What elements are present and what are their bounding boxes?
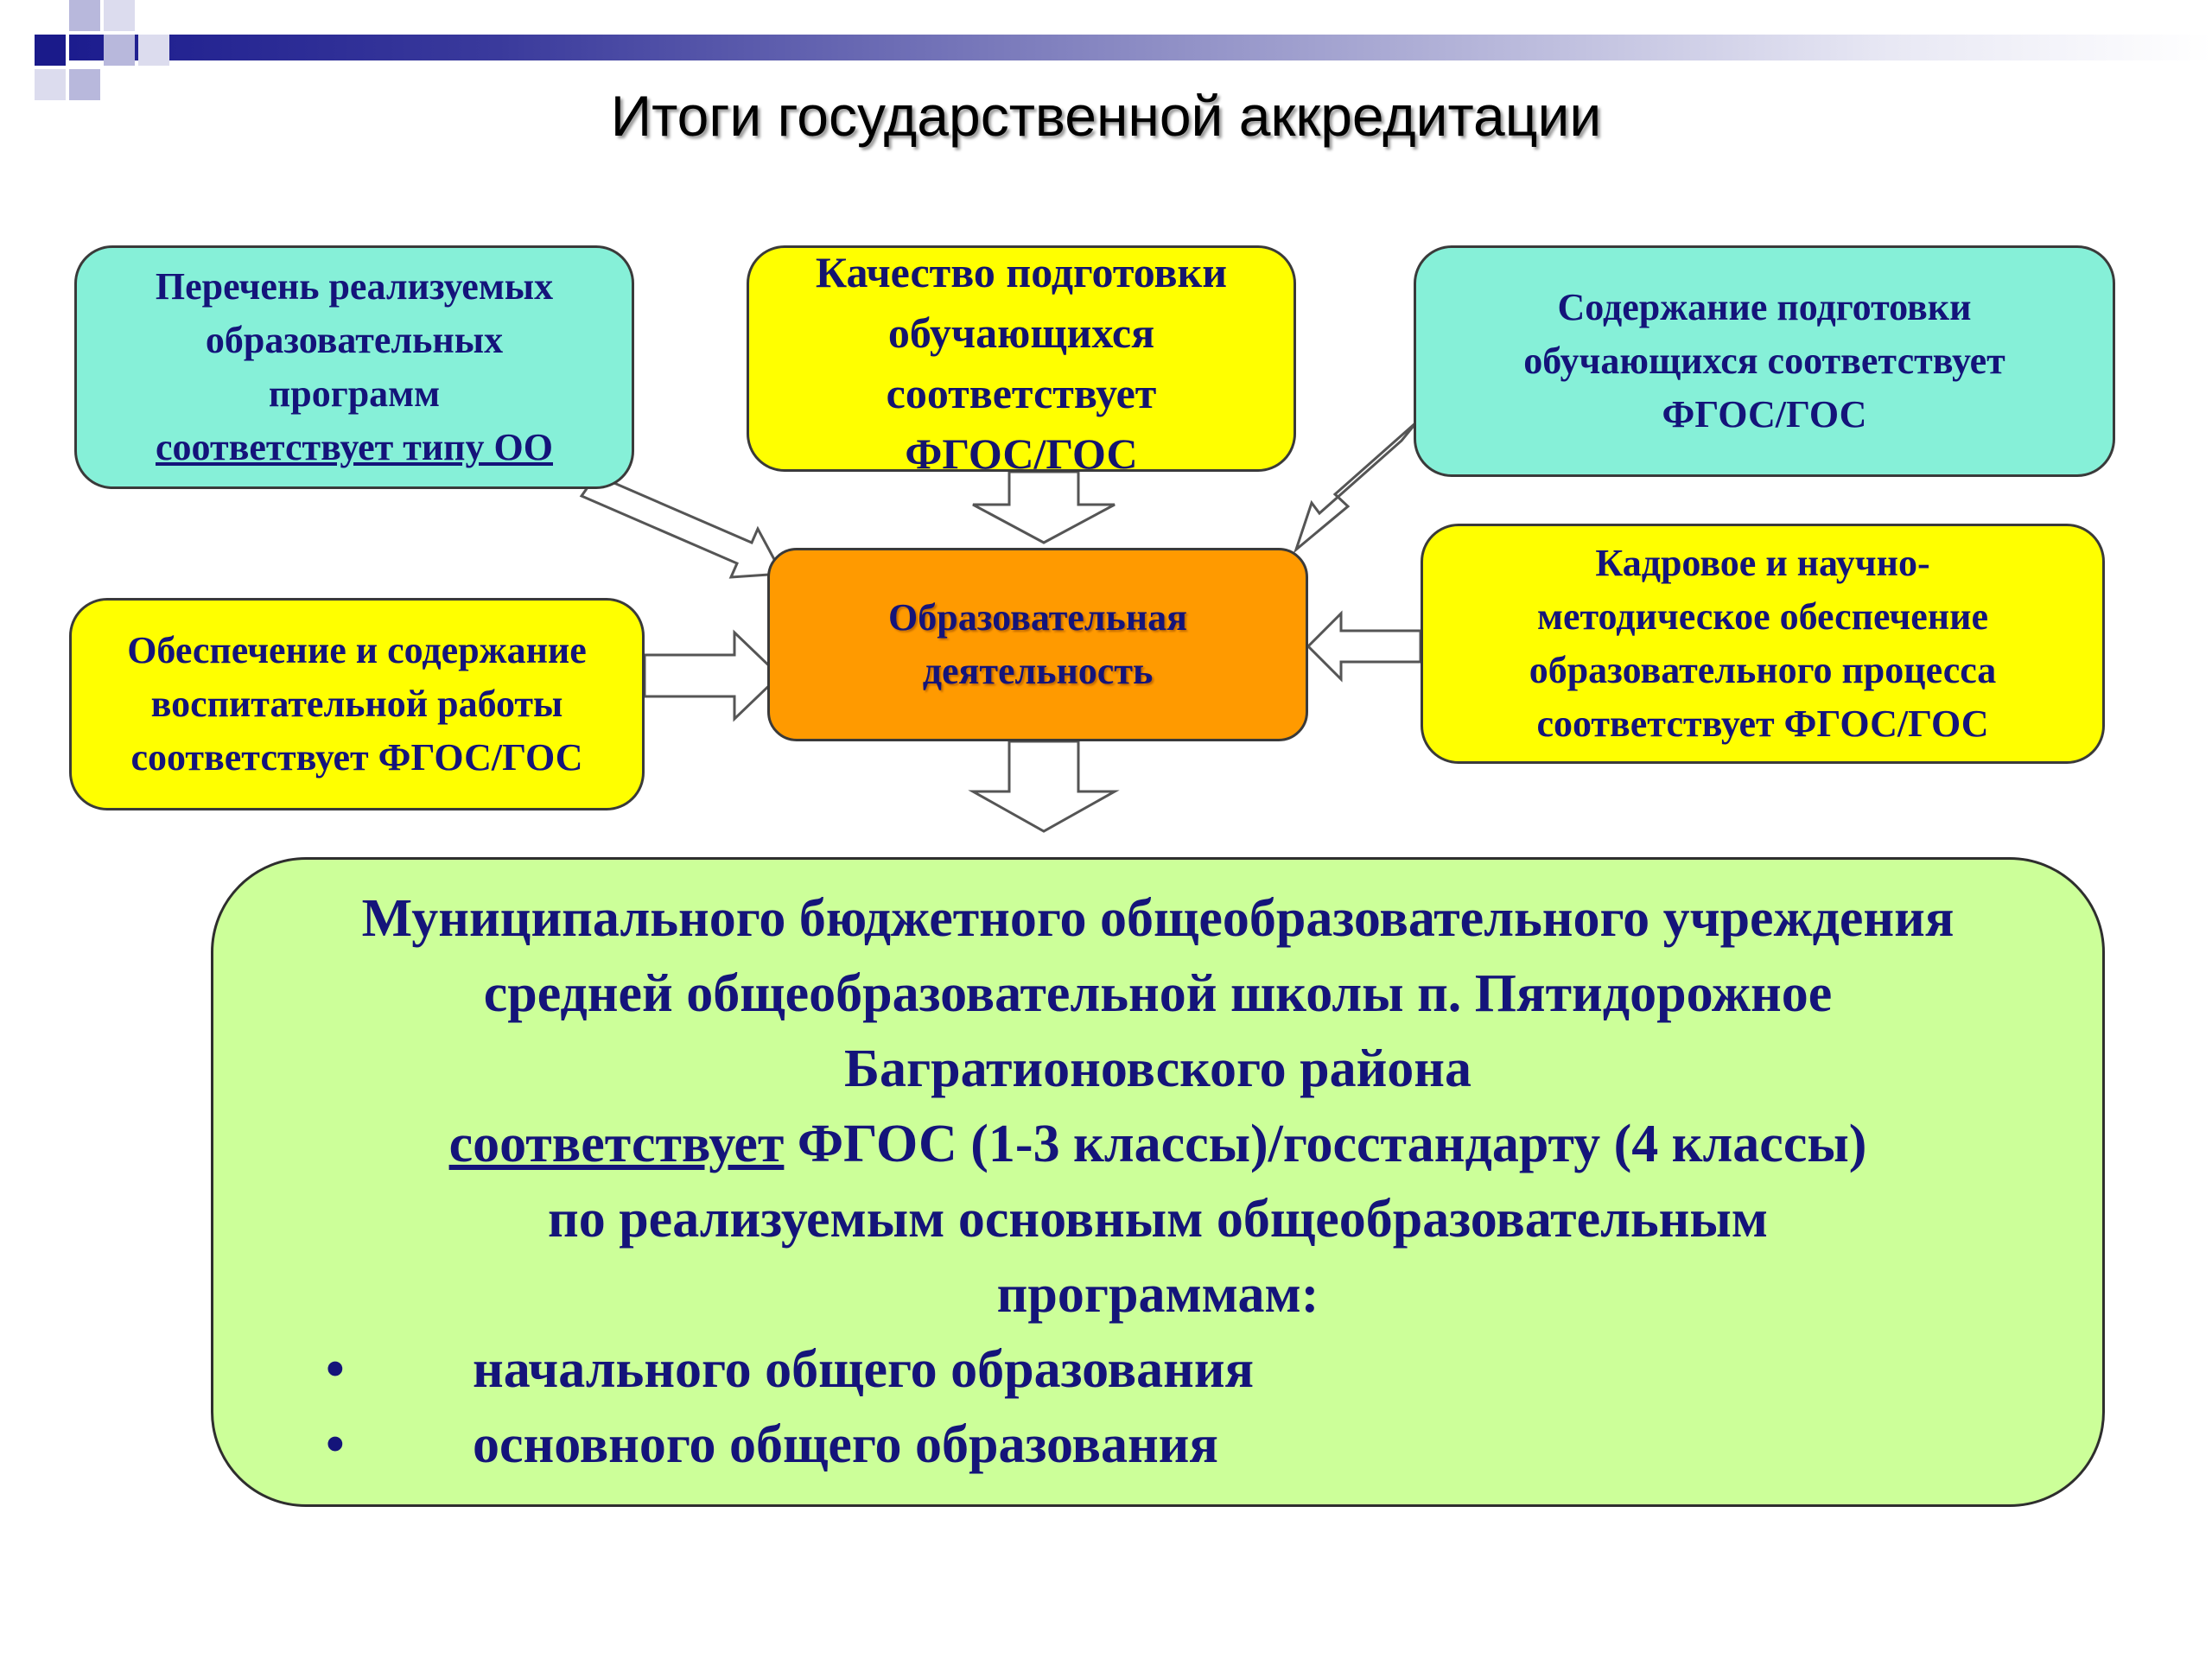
decor-square [69,0,100,31]
node-staff-line: образовательного процесса [1529,649,1997,691]
node-programs-line: Перечень реализуемых [155,265,554,308]
arrow-upbringing-to-center [643,629,782,722]
result-line: Багратионовского района [843,1039,1472,1098]
arrow-programs-to-center [579,474,785,579]
node-programs-line-underlined: соответствует типу ОО [156,426,553,468]
result-line-conformity: соответствует ФГОС (1-3 классы)/госстанд… [213,1107,2102,1182]
node-upbringing-line: Обеспечение и содержание [127,629,587,671]
arrow-content-to-center [1293,420,1419,554]
decor-square [104,35,135,66]
result-box: Муниципального бюджетного общеобразовате… [211,857,2105,1507]
node-programs-line: программ [268,372,441,415]
node-content-line: Содержание подготовки [1557,286,1972,328]
node-upbringing: Обеспечение и содержание воспитательной … [69,598,645,810]
node-content-line: ФГОС/ГОС [1662,393,1867,435]
node-center: Образовательная деятельность [767,548,1308,741]
node-quality-line: соответствует [886,369,1157,417]
result-bullet-text: основного общего образования [473,1415,1218,1474]
node-quality-line: обучающихся [887,308,1155,357]
result-underlined-word: соответствует [448,1115,785,1173]
result-line: средней общеобразовательной школы п. Пят… [483,964,1833,1023]
node-upbringing-line: соответствует ФГОС/ГОС [130,736,583,779]
bullet-marker: • [326,1340,345,1399]
node-staff-line: соответствует ФГОС/ГОС [1536,702,1989,745]
result-line: по реализуемым основным общеобразователь… [547,1190,1769,1249]
bullet-marker: • [326,1415,345,1474]
result-line: Муниципального бюджетного общеобразовате… [361,889,1955,948]
node-staff: Кадровое и научно- методическое обеспече… [1421,524,2105,764]
node-quality-line: ФГОС/ГОС [905,429,1138,478]
node-content-line: обучающихся соответствует [1523,340,2005,382]
node-center-line: Образовательная [888,596,1187,639]
node-center-line: деятельность [922,650,1154,692]
decor-square [35,69,66,100]
node-upbringing-line: воспитательной работы [150,683,563,725]
result-bullet-text: начального общего образования [473,1340,1255,1399]
result-bullet-item: • начального общего образования [213,1332,2102,1408]
decor-square [138,35,169,66]
result-conformity-text: ФГОС (1-3 классы)/госстандарту (4 классы… [797,1115,1867,1173]
decor-square [69,69,100,100]
decor-square [104,0,135,31]
arrow-quality-to-center [972,470,1116,544]
node-quality-line: Качество подготовки [815,248,1228,296]
node-programs: Перечень реализуемых образовательных про… [74,245,634,489]
page-title: Итоги государственной аккредитации [610,84,1602,148]
header-gradient-bar [69,35,2212,60]
arrow-center-to-result [968,740,1120,833]
node-quality: Качество подготовки обучающихся соответс… [747,245,1296,478]
node-programs-line: образовательных [205,319,504,361]
node-content: Содержание подготовки обучающихся соотве… [1414,245,2115,477]
node-staff-line: методическое обеспечение [1537,595,1988,638]
node-staff-line: Кадровое и научно- [1595,542,1930,584]
result-line: программам: [996,1265,1319,1324]
arrow-staff-to-center [1306,610,1422,683]
decor-square [35,35,66,66]
result-bullet-item: • основного общего образования [213,1408,2102,1483]
